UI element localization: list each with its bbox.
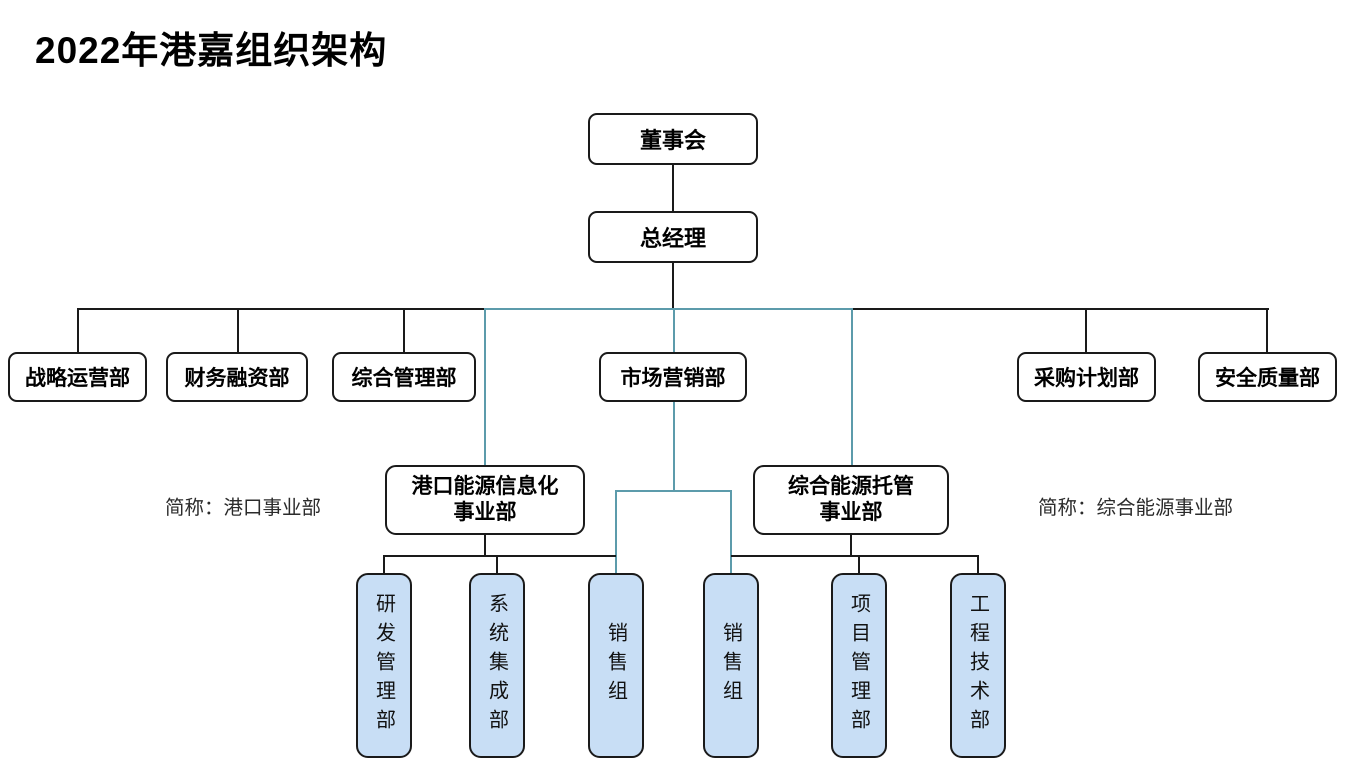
node-label: 财务融资部 xyxy=(184,367,290,390)
connector-energy-sub-bus xyxy=(731,555,978,557)
connector-drop-marketing xyxy=(673,308,675,352)
connector-drop-finance xyxy=(237,308,239,352)
node-dept-general-admin: 综合管理部 xyxy=(332,352,476,402)
connector-drop-sales-1 xyxy=(615,490,617,573)
connector-energy-division-down xyxy=(850,535,852,555)
node-label: 项目管理部 xyxy=(847,593,870,738)
node-label: 销售组 xyxy=(719,622,742,709)
node-dept-marketing: 市场营销部 xyxy=(599,352,747,402)
node-label: 市场营销部 xyxy=(620,367,726,390)
node-team-system-integration: 系统集成部 xyxy=(469,573,525,758)
connector-drop-engineering xyxy=(977,555,979,573)
node-label-line2: 事业部 xyxy=(453,501,517,524)
connector-drop-procurement xyxy=(1085,308,1087,352)
node-board-of-directors: 董事会 xyxy=(588,113,758,165)
node-team-project-management: 项目管理部 xyxy=(831,573,887,758)
connector-drop-energy-division xyxy=(851,308,853,465)
node-label: 战略运营部 xyxy=(25,367,130,390)
connector-board-to-gm xyxy=(672,165,674,211)
node-label: 工程技术部 xyxy=(966,593,989,738)
connector-drop-project xyxy=(858,555,860,573)
connector-drop-safety xyxy=(1266,308,1268,352)
connector-drop-strategy xyxy=(77,308,79,352)
node-dept-safety-quality: 安全质量部 xyxy=(1198,352,1337,402)
connector-bus-right xyxy=(852,308,1269,310)
node-dept-finance-financing: 财务融资部 xyxy=(166,352,308,402)
connector-bus-middle-teal xyxy=(485,308,852,310)
node-label: 总经理 xyxy=(639,226,706,251)
node-team-engineering-technology: 工程技术部 xyxy=(950,573,1006,758)
node-dept-procurement-planning: 采购计划部 xyxy=(1017,352,1156,402)
connector-drop-port-division xyxy=(484,308,486,465)
node-general-manager: 总经理 xyxy=(588,211,758,263)
node-dept-strategy-operations: 战略运营部 xyxy=(8,352,147,402)
node-label-line2: 事业部 xyxy=(819,501,883,524)
connector-port-division-down xyxy=(484,535,486,555)
node-label: 研发管理部 xyxy=(372,593,395,738)
connector-marketing-to-sales-split xyxy=(673,402,675,490)
node-label: 采购计划部 xyxy=(1034,367,1139,390)
node-label-line1: 港口能源信息化 xyxy=(411,474,559,498)
connector-sales-bus xyxy=(616,490,732,492)
node-label: 销售组 xyxy=(604,622,627,709)
node-label-line1: 综合能源托管 xyxy=(788,474,914,498)
node-team-sales-group-1: 销售组 xyxy=(588,573,644,758)
node-label: 综合管理部 xyxy=(351,367,457,390)
node-team-sales-group-2: 销售组 xyxy=(703,573,759,758)
connector-gm-to-bus xyxy=(672,263,674,308)
node-team-rnd-management: 研发管理部 xyxy=(356,573,412,758)
note-port-division-shortname: 简称：港口事业部 xyxy=(165,497,322,519)
connector-drop-admin xyxy=(403,308,405,352)
node-label: 安全质量部 xyxy=(1215,367,1320,390)
note-energy-division-shortname: 简称：综合能源事业部 xyxy=(1038,497,1234,519)
page-title: 2022年港嘉组织架构 xyxy=(35,30,388,71)
node-division-port-energy-informatization: 港口能源信息化 事业部 xyxy=(385,465,585,535)
connector-drop-sales-2 xyxy=(730,490,732,573)
node-label: 董事会 xyxy=(639,128,706,153)
connector-drop-system xyxy=(496,555,498,573)
connector-port-sub-bus xyxy=(384,555,616,557)
node-division-integrated-energy-trusteeship: 综合能源托管 事业部 xyxy=(753,465,949,535)
node-label: 系统集成部 xyxy=(485,593,508,738)
connector-bus-left xyxy=(78,308,485,310)
connector-drop-rnd xyxy=(383,555,385,573)
